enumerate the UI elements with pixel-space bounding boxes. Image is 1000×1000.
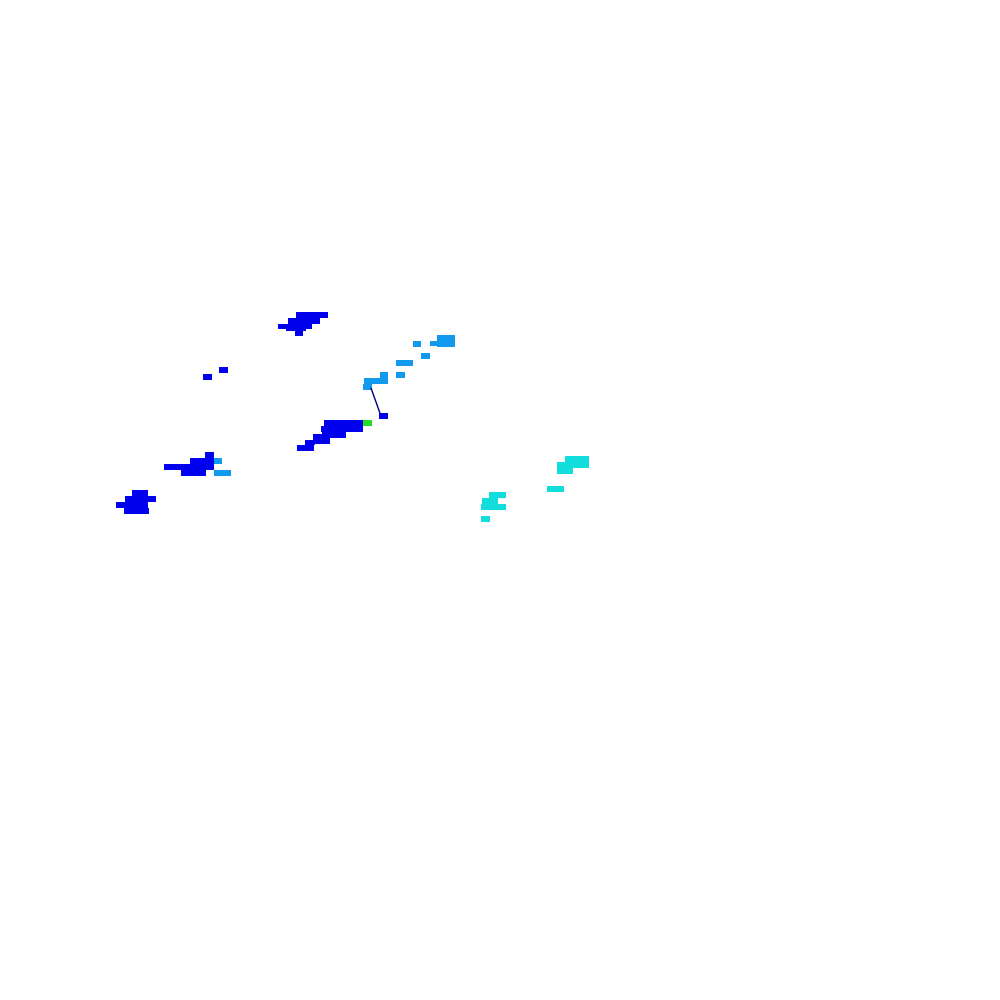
- pixel-block: [565, 456, 589, 462]
- cluster-sky-chain: [214, 335, 455, 476]
- pixel-block: [481, 504, 506, 510]
- cluster-top-left: [278, 312, 328, 336]
- pixel-block: [214, 470, 231, 476]
- cluster-far-left: [116, 490, 156, 514]
- pixel-block: [324, 420, 363, 426]
- pixel-block: [437, 335, 455, 347]
- link-line: [370, 387, 382, 417]
- pixel-block: [380, 372, 388, 378]
- cluster-center: [297, 420, 363, 451]
- pixel-block: [295, 331, 303, 336]
- cluster-cyan-lower: [481, 492, 506, 522]
- pixel-block: [481, 516, 490, 522]
- cluster-mid-left: [164, 452, 214, 476]
- pixel-block: [313, 434, 330, 444]
- pixel-block: [124, 508, 149, 514]
- pixel-block: [219, 367, 228, 373]
- pixel-block: [482, 498, 498, 504]
- pixel-block: [363, 384, 372, 390]
- pixel-block: [421, 353, 430, 359]
- pixel-block: [557, 462, 589, 468]
- pixel-block: [364, 378, 388, 384]
- pixel-block: [288, 318, 320, 324]
- pixel-block: [205, 452, 214, 458]
- pixel-block: [557, 468, 573, 474]
- pixel-block: [379, 413, 388, 419]
- pixel-block: [296, 312, 328, 318]
- pixel-block: [164, 464, 214, 470]
- pixel-block: [132, 490, 148, 496]
- cluster-cyan-upper: [547, 456, 589, 492]
- pixel-block: [430, 341, 438, 346]
- pixel-block: [214, 458, 222, 464]
- highlight-point: [363, 420, 372, 426]
- pixel-block: [413, 341, 421, 347]
- pixel-block: [278, 324, 312, 329]
- pixel-block: [322, 432, 346, 438]
- cluster-small-left: [203, 367, 228, 380]
- pixel-block: [321, 426, 363, 432]
- pixel-block: [181, 470, 206, 476]
- pixel-block: [547, 486, 564, 492]
- pixel-block: [396, 372, 405, 378]
- pixel-block: [203, 374, 212, 380]
- pixel-block: [286, 329, 306, 331]
- pixel-block: [190, 458, 214, 464]
- pixel-block: [125, 496, 156, 502]
- pixel-block: [489, 492, 506, 498]
- pixel-block: [297, 445, 314, 451]
- pixel-block: [305, 440, 315, 445]
- pixel-block: [116, 502, 148, 508]
- pixel-block: [396, 360, 413, 366]
